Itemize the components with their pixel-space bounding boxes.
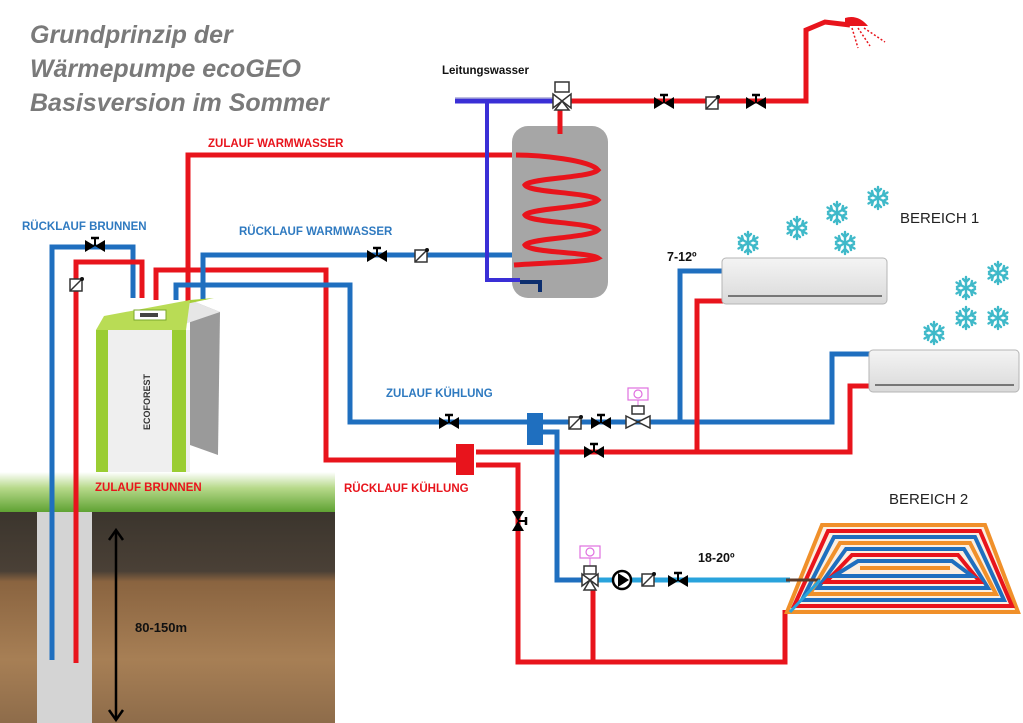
check-valve-icon[interactable] [69, 276, 85, 292]
gate-valve-icon[interactable] [589, 413, 613, 431]
cooling-return-label: RÜCKLAUF KÜHLUNG [344, 483, 469, 495]
well-supply-label: ZULAUF BRUNNEN [95, 482, 202, 494]
cooling-pipes [476, 268, 880, 665]
tap-water-line [455, 17, 886, 104]
zone1-temp-label: 7-12º [667, 250, 697, 264]
ground [0, 472, 335, 723]
gate-valve-icon[interactable] [652, 93, 676, 111]
cold-manifold [527, 413, 543, 445]
hot-water-tank [485, 100, 608, 298]
gate-valve-icon[interactable] [582, 442, 606, 460]
ac-unit-1 [721, 257, 888, 305]
snowflake-icon [737, 230, 759, 256]
gate-valve-icon[interactable] [83, 236, 107, 254]
snowflake-icon [987, 260, 1009, 286]
cooling-supply-label: ZULAUF KÜHLUNG [386, 388, 493, 400]
ac-unit-2 [868, 349, 1020, 393]
snowflake-icon [955, 275, 977, 301]
zone2-temp-label: 18-20º [698, 551, 735, 565]
tap-water-label: Leitungswasser [442, 65, 529, 77]
hot-water-supply-label: ZULAUF WARMWASSER [208, 138, 344, 150]
snowflake-icon [987, 305, 1009, 331]
title-line-1: Grundprinzip der [30, 21, 233, 49]
hot-manifold [456, 444, 474, 475]
snowflake-icon [786, 215, 808, 241]
brand-logo: ECOFOREST [142, 373, 152, 430]
underfloor-heating [784, 523, 1021, 614]
gate-valve-icon[interactable] [666, 571, 690, 589]
snowflake-icon [923, 320, 945, 346]
snowflake-icon [955, 305, 977, 331]
three-way-valve-lower-icon[interactable] [579, 545, 601, 591]
check-valve-icon[interactable] [568, 414, 584, 430]
zone2-label: BEREICH 2 [889, 491, 969, 508]
zone1-label: BEREICH 1 [900, 210, 980, 227]
heat-pump-unit: ECOFOREST [96, 298, 220, 472]
hot-water-return-label: RÜCKLAUF WARMWASSER [239, 226, 393, 238]
gate-valve-icon[interactable] [510, 509, 528, 533]
snowflake-icon [826, 200, 848, 226]
snowflake-icon [867, 185, 889, 211]
snowflake-icon [834, 230, 856, 256]
title-line-2: Wärmepumpe ecoGEO [30, 55, 301, 83]
gate-valve-icon[interactable] [744, 93, 768, 111]
borehole [37, 512, 92, 723]
check-valve-icon[interactable] [414, 247, 430, 263]
check-valve-icon[interactable] [641, 571, 657, 587]
title-line-3: Basisversion im Sommer [30, 89, 329, 117]
diagram-title: Grundprinzip der Wärmepumpe ecoGEO Basis… [30, 18, 390, 120]
shower-icon [845, 17, 868, 26]
hot-water-pipes [153, 152, 527, 463]
motorized-valve-icon[interactable] [625, 387, 651, 430]
check-valve-icon[interactable] [705, 94, 721, 110]
well-return-label: RÜCKLAUF BRUNNEN [22, 221, 147, 233]
gate-valve-icon[interactable] [365, 246, 389, 264]
pump-icon[interactable] [611, 569, 633, 591]
borehole-depth-label: 80-150m [135, 620, 188, 635]
three-way-valve-icon[interactable] [552, 81, 572, 111]
gate-valve-icon[interactable] [437, 413, 461, 431]
